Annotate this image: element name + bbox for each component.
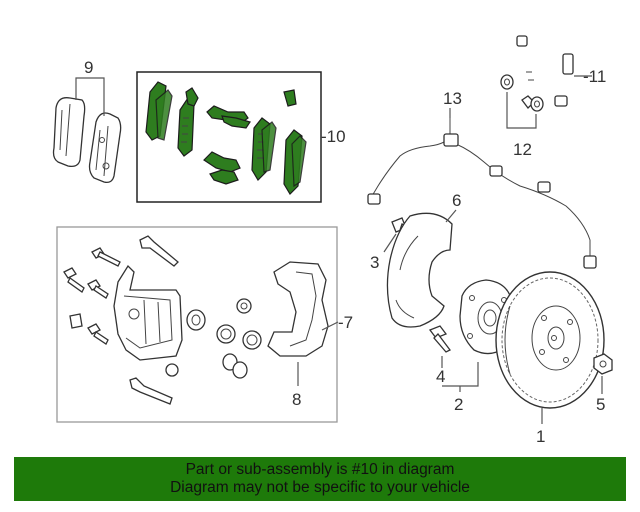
caliper-bolts-left[interactable]: [63, 247, 121, 345]
wheel-stud[interactable]: [428, 325, 451, 353]
callout-3: 3: [370, 253, 379, 272]
callout-4: 4: [436, 367, 445, 386]
caliper-guide-pins[interactable]: [129, 235, 179, 405]
brake-pad-pair[interactable]: [52, 97, 122, 184]
info-banner: Part or sub-assembly is #10 in diagram D…: [14, 457, 626, 501]
brake-parts-diagram: 9 -10 -11 12: [52, 35, 613, 446]
callout-1: 1: [536, 427, 545, 446]
callout-12: 12: [513, 140, 532, 159]
abs-sensor-wire[interactable]: [367, 118, 597, 269]
callout-10: -10: [321, 127, 346, 146]
callout-2: 2: [454, 395, 463, 414]
callout-7: -7: [338, 313, 353, 332]
callout-8: 8: [292, 390, 301, 409]
pad-hardware-kit[interactable]: [145, 81, 307, 195]
banner-line-1: Part or sub-assembly is #10 in diagram: [185, 461, 455, 478]
caliper-piston-seals[interactable]: [165, 298, 262, 379]
brake-hose[interactable]: [516, 35, 574, 109]
callout-13: 13: [443, 89, 462, 108]
hub-nut[interactable]: [593, 353, 613, 375]
banner-line-2: Diagram may not be specific to your vehi…: [170, 479, 470, 496]
callout-9: 9: [84, 58, 93, 77]
caliper-bracket[interactable]: [267, 261, 329, 357]
callout-11: -11: [583, 67, 606, 86]
callout-6: 6: [452, 191, 461, 210]
brake-rotor[interactable]: [495, 271, 605, 409]
splash-shield[interactable]: [386, 212, 453, 328]
caliper-body[interactable]: [113, 264, 183, 361]
callout-5: 5: [596, 395, 605, 414]
hose-washer-pair[interactable]: [500, 74, 544, 112]
caliper-assembly-box: [56, 226, 338, 423]
kit-10-box: [136, 71, 322, 203]
